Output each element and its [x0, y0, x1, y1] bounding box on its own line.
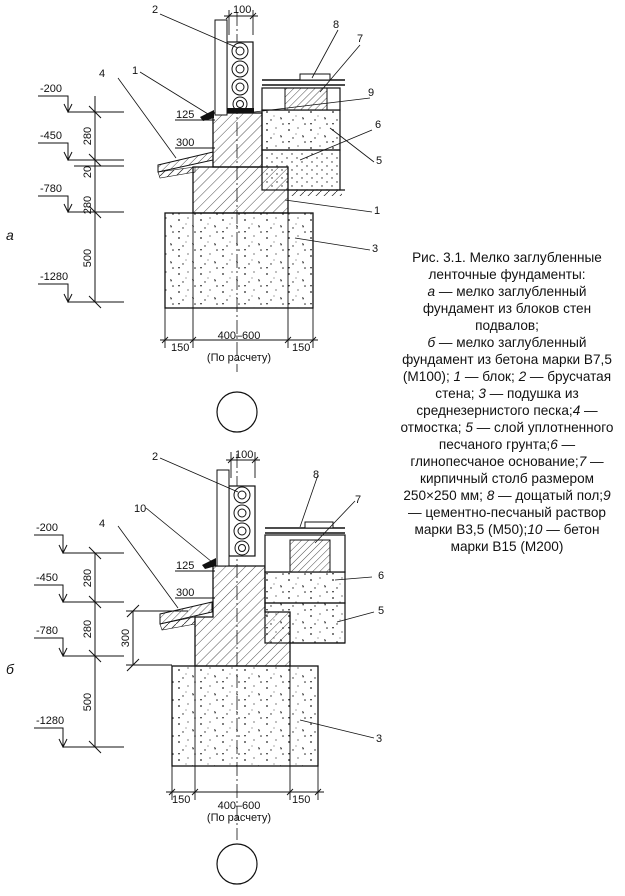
- callout-a-3-9: 3: [372, 243, 378, 255]
- height-b-0: 280: [82, 569, 94, 587]
- dim-b-left: 150: [172, 794, 190, 806]
- caption-key-5: 5: [465, 420, 473, 435]
- dim-a-300: 300: [176, 137, 194, 149]
- caption-key-4: 4: [572, 403, 581, 418]
- level-a-0: -200: [40, 83, 62, 95]
- callout-b-5-6: 5: [378, 605, 384, 617]
- caption-key-1: 1: [453, 369, 462, 384]
- caption-text-10: — бетон марки В15 (М200): [450, 522, 600, 554]
- caption-text-7: — кирпичный столб размером 250×250 мм;: [403, 454, 604, 503]
- level-b-3: -1280: [36, 715, 64, 727]
- caption-key-3: 3: [478, 386, 486, 401]
- level-b-1: -450: [36, 572, 58, 584]
- caption-key-10: 10: [527, 522, 543, 537]
- caption-text-3: — подушка из среднезернистого песка;: [416, 386, 579, 418]
- dim-b-125: 125: [176, 560, 194, 572]
- height-a-2: 280: [82, 196, 94, 214]
- callout-b-7-3: 7: [355, 494, 361, 506]
- callout-b-10-2: 10: [134, 503, 146, 515]
- callout-a-1-8: 1: [374, 205, 380, 217]
- figure-caption: Рис. 3.1. Мелко заглубленные ленточные ф…: [396, 249, 618, 555]
- dim-a-left: 150: [171, 342, 189, 354]
- dim-b-v300: 300: [120, 629, 132, 647]
- callout-a-1-3: 1: [132, 65, 138, 77]
- height-a-3: 500: [82, 249, 94, 267]
- height-b-1: 280: [82, 620, 94, 638]
- caption-text-1: — блок;: [461, 369, 519, 384]
- dim-a-width: 400–600: [218, 330, 261, 342]
- dim-a-top: 100: [233, 4, 251, 16]
- dim-a-125: 125: [176, 109, 194, 121]
- caption-key-7: 7: [578, 454, 587, 469]
- callout-a-9-4: 9: [368, 87, 374, 99]
- drawing-labels: а-200-450-780-12802802028050010012530015…: [6, 4, 384, 824]
- caption-text-а: — мелко заглубленный фундамент из блоков…: [422, 284, 592, 333]
- dim-b-300: 300: [176, 587, 194, 599]
- level-a-3: -1280: [40, 271, 68, 283]
- callout-a-5-7: 5: [376, 155, 382, 167]
- figure-b: [34, 452, 375, 885]
- level-b-0: -200: [36, 522, 58, 534]
- caption-key-б: б: [427, 335, 436, 350]
- callout-a-8-1: 8: [333, 19, 339, 31]
- caption-text-9: — цементно-песчаный раствор марки В3,5 (…: [408, 505, 606, 537]
- figure-a-label: а: [6, 227, 14, 243]
- callout-b-4-4: 4: [99, 518, 105, 530]
- caption-key-6: 6: [550, 437, 558, 452]
- caption-text-4: — отмостка;: [400, 403, 598, 435]
- caption-text-5: — слой уплотненного песчаного грунта;: [438, 420, 614, 452]
- caption-text-2: — брусчатая стена;: [435, 369, 612, 401]
- callout-a-4-5: 4: [99, 68, 105, 80]
- caption-key-8: 8: [486, 488, 495, 503]
- dim-a-right: 150: [292, 342, 310, 354]
- caption-text-6: — глинопесчаное основание;: [410, 437, 579, 469]
- dim-b-top: 100: [235, 449, 253, 461]
- caption-key-а: а: [427, 284, 436, 299]
- callout-a-7-2: 7: [357, 33, 363, 45]
- callout-a-2-0: 2: [152, 4, 158, 16]
- dim-a-note: (По расчету): [207, 352, 271, 364]
- figure-a: [38, 10, 375, 433]
- height-a-0: 280: [82, 127, 94, 145]
- level-markers-b: [34, 534, 188, 754]
- caption-key-9: 9: [603, 488, 611, 503]
- caption-text-8: — дощатый пол;: [494, 488, 604, 503]
- callout-b-3-7: 3: [376, 733, 382, 745]
- caption-title: Рис. 3.1. Мелко заглубленные ленточные ф…: [412, 250, 602, 282]
- dim-b-width: 400–600: [218, 800, 261, 812]
- callout-a-6-6: 6: [375, 119, 381, 131]
- level-b-2: -780: [36, 625, 58, 637]
- figure-b-label: б: [6, 661, 15, 677]
- caption-legend: а — мелко заглубленный фундамент из блок…: [401, 284, 614, 554]
- height-b-2: 500: [82, 693, 94, 711]
- height-a-1: 20: [82, 166, 94, 178]
- caption-key-2: 2: [518, 369, 527, 384]
- dim-b-right: 150: [292, 794, 310, 806]
- level-markers-a: [38, 95, 124, 309]
- level-a-2: -780: [40, 183, 62, 195]
- callout-b-8-1: 8: [313, 469, 319, 481]
- dim-b-note: (По расчету): [207, 812, 271, 824]
- level-a-1: -450: [40, 130, 62, 142]
- callout-b-6-5: 6: [378, 570, 384, 582]
- caption-text-б: — мелко заглубленный фундамент из бетона…: [402, 335, 612, 384]
- callout-b-2-0: 2: [152, 451, 158, 463]
